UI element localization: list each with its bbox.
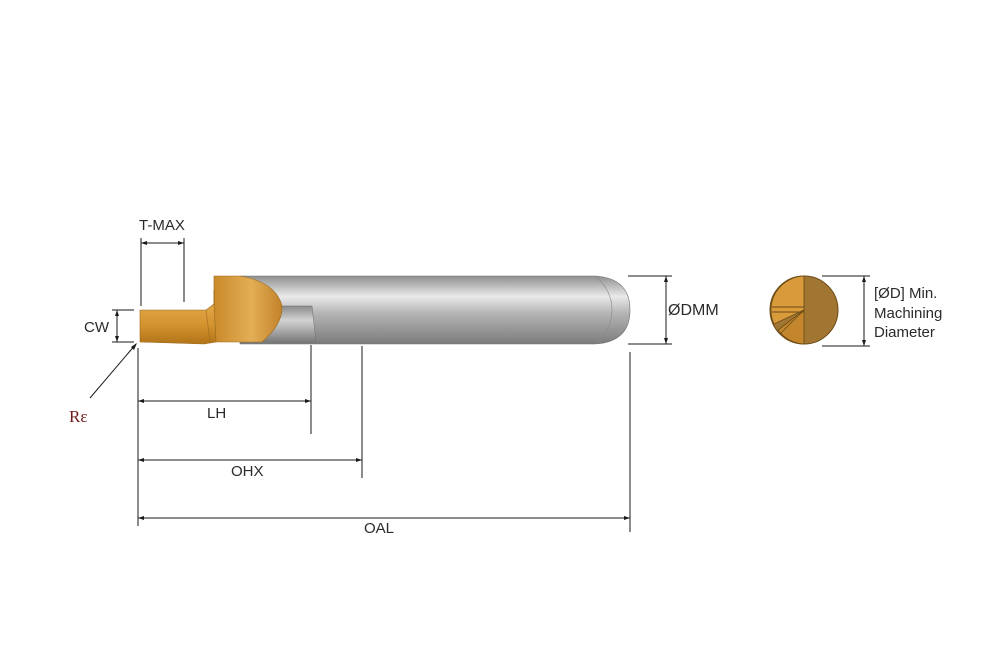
label-ohx: OHX — [231, 463, 264, 480]
label-oal: OAL — [364, 520, 394, 537]
label-lh: LH — [207, 405, 226, 422]
label-cw: CW — [84, 319, 110, 336]
label-min-diameter-3: Diameter — [874, 324, 935, 341]
chip-face-line — [205, 309, 211, 343]
tool-side-view — [139, 275, 631, 345]
carbide-head — [213, 275, 283, 343]
cutting-insert-arm — [139, 303, 217, 345]
end-view-lower-segment — [777, 309, 805, 345]
end-view-diagonal — [779, 309, 805, 335]
label-min-diameter-1: [ØD] Min. — [874, 285, 937, 302]
shank — [239, 275, 631, 345]
shank-end-chamfer — [594, 275, 613, 345]
tool-end-view — [769, 275, 839, 345]
label-t-max: T-MAX — [139, 217, 185, 234]
dimension-lines — [89, 238, 870, 532]
label-min-diameter-2: Machining — [874, 305, 942, 322]
label-dmm: ØDMM — [668, 302, 719, 319]
dimension-labels: T-MAX CW Rε LH OHX OAL ØDMM [ØD] Min. Ma… — [69, 217, 942, 537]
label-r-epsilon: Rε — [69, 407, 87, 426]
